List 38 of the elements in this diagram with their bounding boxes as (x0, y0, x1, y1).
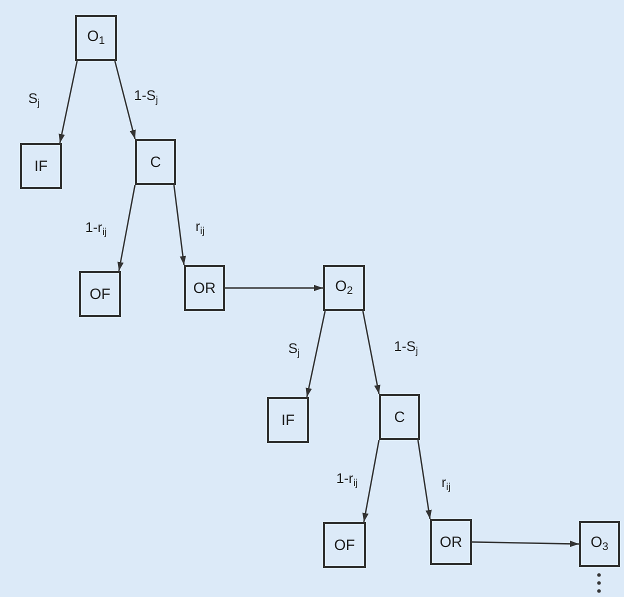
state-box (430, 519, 472, 565)
edge-label: 1-r$_{ij}$ (335, 470, 359, 490)
state-box (20, 143, 62, 189)
arrow (58, 60, 78, 144)
edge-label: S$_{j}$ (287, 340, 301, 360)
state-label: OR (440, 534, 462, 550)
state-label: O$_{2}$ (335, 279, 353, 297)
arrow (114, 60, 136, 140)
state-box (323, 522, 366, 568)
state-box (79, 271, 121, 317)
state-label: IF (281, 412, 295, 428)
edge-label: 1-S$_{j}$ (392, 338, 420, 358)
state-box (135, 139, 176, 185)
state-box (323, 265, 365, 311)
state-label: C (394, 410, 405, 424)
state-label: C (150, 154, 161, 170)
state-box (75, 15, 117, 61)
state-label: O$_{1}$ (87, 29, 105, 47)
arrow (417, 440, 432, 520)
state-label: OF (334, 538, 355, 552)
state-box (379, 394, 420, 440)
arrow (472, 540, 580, 547)
state-label: O$_{3}$ (590, 535, 608, 553)
arrow (225, 284, 323, 292)
state-box (184, 265, 225, 311)
arrow (306, 310, 326, 398)
edge-label: 1-r$_{ij}$ (84, 219, 108, 239)
state-label: IF (34, 158, 48, 174)
arrow (362, 310, 380, 394)
state-label: OR (193, 280, 216, 296)
state-box (579, 521, 620, 567)
arrow (117, 184, 136, 272)
arrow (173, 184, 186, 266)
edge-label: S$_{j}$ (27, 90, 41, 110)
state-label: OF (90, 286, 110, 302)
arrow (362, 440, 380, 522)
state-box (267, 397, 309, 443)
edge-label: 1-S$_{j}$ (132, 87, 160, 107)
